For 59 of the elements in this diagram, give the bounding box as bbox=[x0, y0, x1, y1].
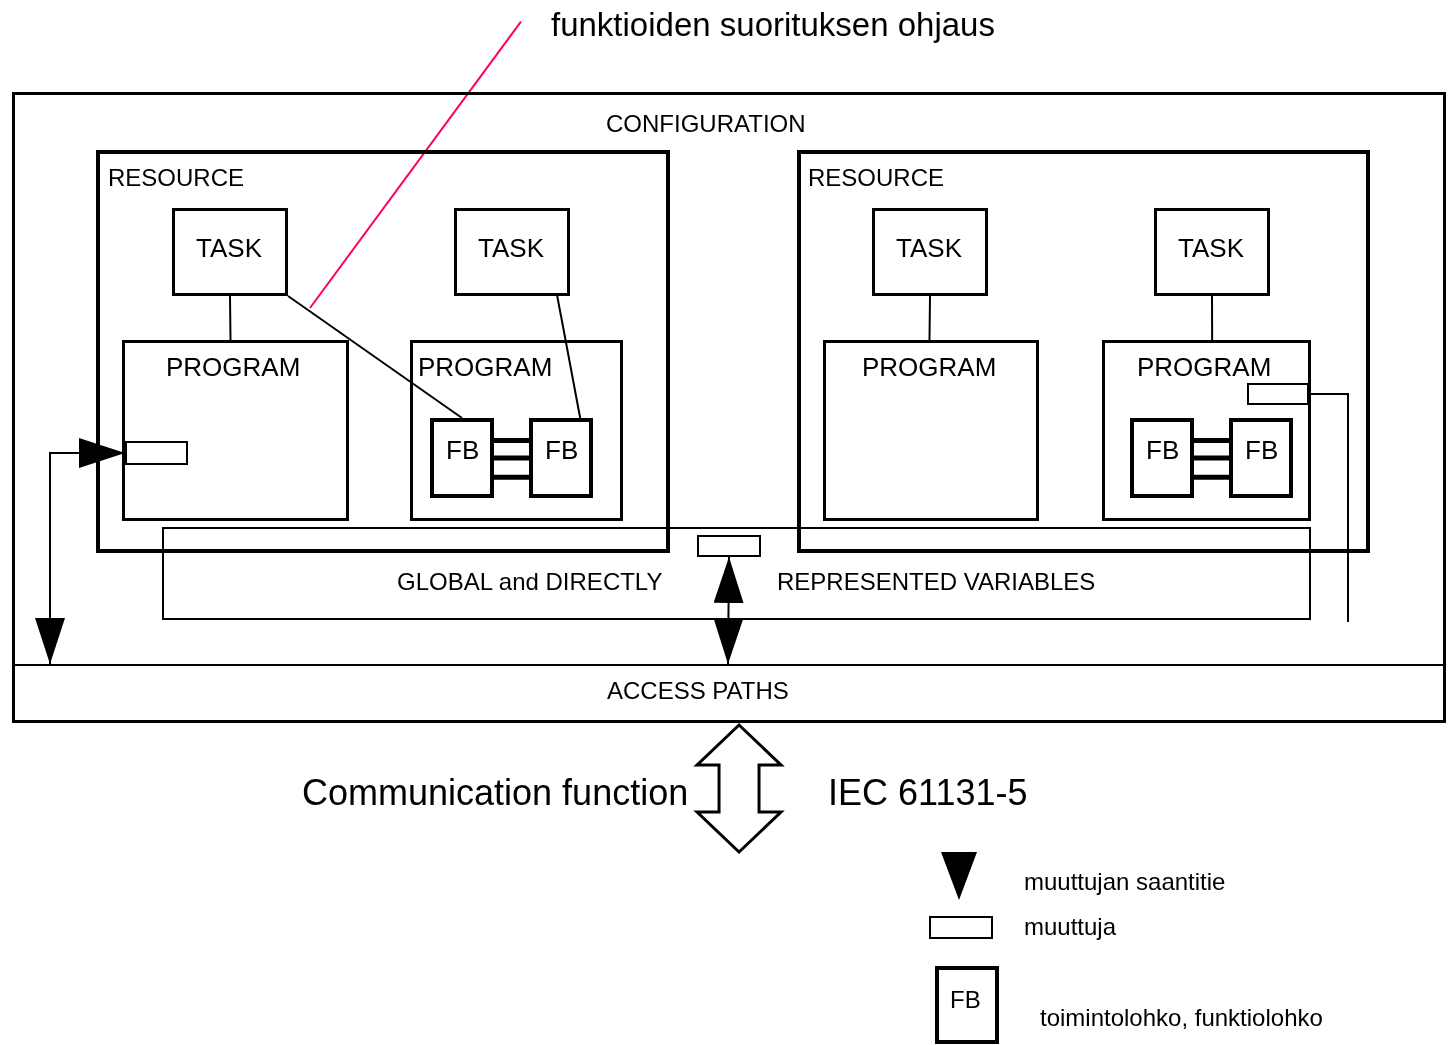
connector-line bbox=[928, 295, 931, 341]
box-label: TASK bbox=[896, 235, 962, 261]
leader-line bbox=[309, 20, 522, 309]
box-label: PROGRAM bbox=[862, 354, 997, 380]
connector-line bbox=[556, 295, 582, 419]
task-box bbox=[872, 208, 988, 296]
box-label: PROGRAM bbox=[166, 354, 301, 380]
function-block-box bbox=[1229, 418, 1293, 498]
standard-label: IEC 61131-5 bbox=[828, 775, 1028, 811]
box-label: RESOURCE bbox=[808, 166, 945, 190]
function-block-box bbox=[529, 418, 593, 498]
connector-line bbox=[494, 474, 529, 480]
box-label: TASK bbox=[196, 235, 262, 261]
connector-line bbox=[1308, 393, 1349, 623]
variable-box bbox=[1247, 383, 1309, 405]
band-label: REPRESENTED VARIABLES bbox=[777, 570, 1096, 594]
legend-text: toimintolohko, funktiolohko bbox=[1040, 1006, 1323, 1030]
legend-text: muuttuja bbox=[1024, 915, 1117, 939]
box-label: CONFIGURATION bbox=[606, 112, 806, 136]
connector-line bbox=[1194, 437, 1229, 443]
function-block-box bbox=[430, 418, 494, 498]
box-label: TASK bbox=[1178, 235, 1244, 261]
connector-line bbox=[1194, 455, 1229, 461]
configuration-box bbox=[12, 92, 1446, 723]
task-box bbox=[172, 208, 288, 296]
function-block-box bbox=[1130, 418, 1194, 498]
program-box bbox=[1102, 340, 1311, 521]
connector-line bbox=[494, 455, 529, 461]
connector-line bbox=[1194, 474, 1229, 480]
task-box bbox=[1154, 208, 1270, 296]
band-label: GLOBAL and DIRECTLY bbox=[397, 570, 663, 594]
connector-line bbox=[287, 295, 463, 419]
legend-sample-label: FB bbox=[950, 988, 981, 1012]
hollow-double-arrow bbox=[693, 722, 785, 855]
program-box bbox=[823, 340, 1039, 521]
variable-box bbox=[125, 441, 188, 465]
legend-text: muuttujan saantitie bbox=[1024, 870, 1226, 894]
box-label: FB bbox=[545, 437, 579, 463]
box-label: RESOURCE bbox=[108, 166, 245, 190]
box-label: FB bbox=[1245, 437, 1279, 463]
connector-line bbox=[1211, 295, 1214, 341]
box-label: ACCESS PATHS bbox=[607, 679, 789, 703]
variable-box bbox=[697, 535, 761, 557]
resource-box bbox=[96, 150, 670, 553]
box-label: TASK bbox=[478, 235, 544, 261]
program-box bbox=[122, 340, 349, 521]
side-label: Communication function bbox=[302, 775, 689, 811]
box-label: PROGRAM bbox=[1137, 354, 1272, 380]
double-arrow bbox=[713, 556, 744, 665]
connector-line bbox=[494, 437, 529, 443]
box-label: FB bbox=[1146, 437, 1180, 463]
connector-line bbox=[229, 295, 232, 341]
box-label: FB bbox=[446, 437, 480, 463]
resource-box bbox=[797, 150, 1370, 553]
task-box bbox=[454, 208, 570, 296]
program-box bbox=[410, 340, 623, 521]
global-variables-band bbox=[162, 527, 1311, 620]
box-label: PROGRAM bbox=[418, 354, 553, 380]
annotation-text: funktioiden suorituksen ohjaus bbox=[551, 8, 995, 41]
